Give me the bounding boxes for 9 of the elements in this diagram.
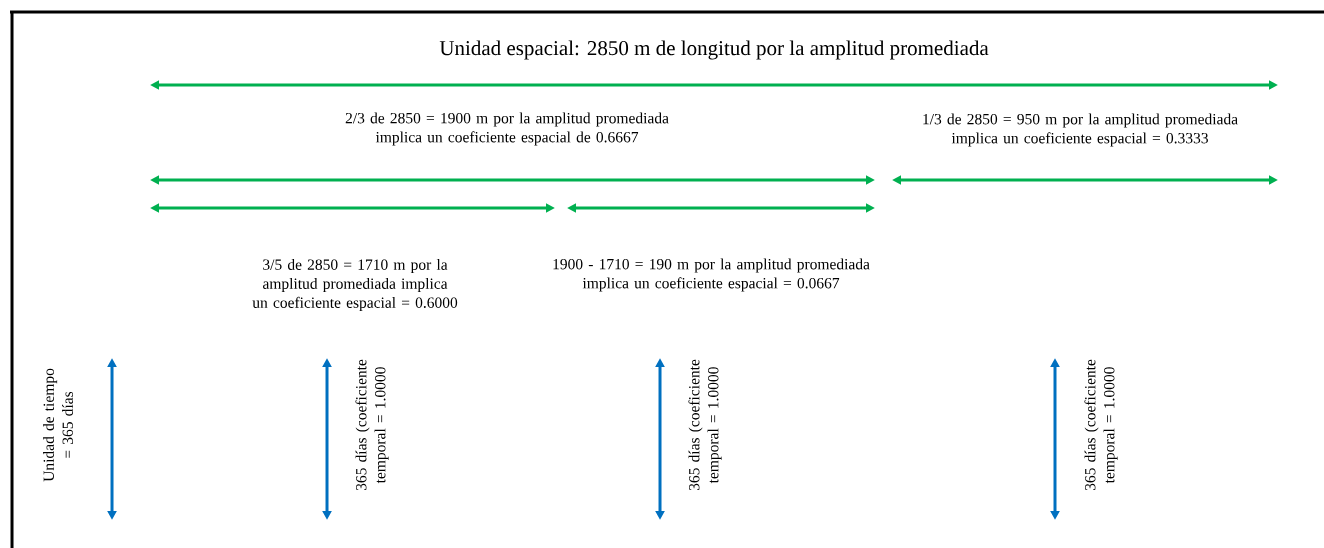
label: 365 días (coeficiente temporal = 1.0000 — [355, 359, 389, 491]
label: Unidad de tiempo = 365 días — [43, 368, 73, 482]
label: 3/5 de 2850 = 1710 m por la amplitud promediada implica un coeficiente espacial = 0.6000 — [252, 258, 458, 311]
label: 2/3 de 2850 = 1900 m por la amplitud promediada implica un coeficiente espacial de 0.6667 — [345, 112, 669, 146]
label: 1900 - 1710 = 190 m por la amplitud promediada implica un coeficiente espacial = 0.0667 — [553, 258, 870, 292]
label: 365 días (coeficiente temporal = 1.0000 — [688, 359, 722, 491]
label: 365 días (coeficiente temporal = 1.0000 — [1084, 359, 1118, 491]
title: Unidad espacial: 2850 m de longitud por la amplitud promediada — [439, 40, 989, 60]
label: 1/3 de 2850 = 950 m por la amplitud promediada implica un coeficiente espacial = 0.3333 — [923, 113, 1238, 147]
